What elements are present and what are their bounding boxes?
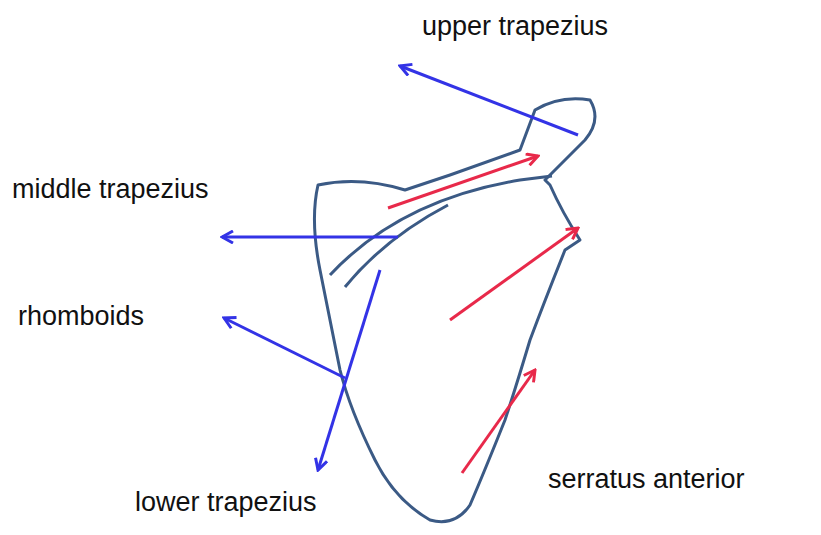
muscle-label: rhomboids [18,300,144,332]
force-arrow [224,318,345,378]
force-arrow [400,66,578,135]
force-arrow [318,270,380,470]
force-arrow [450,228,578,320]
scapular-spine [345,205,448,287]
scapula-outline [314,99,595,522]
muscle-label: upper trapezius [422,10,608,42]
muscle-label: lower trapezius [135,486,317,518]
muscle-label: middle trapezius [12,173,209,205]
muscle-label: serratus anterior [548,463,745,495]
force-arrow [462,370,535,473]
force-arrow [388,156,538,208]
force-arrow [222,236,398,239]
